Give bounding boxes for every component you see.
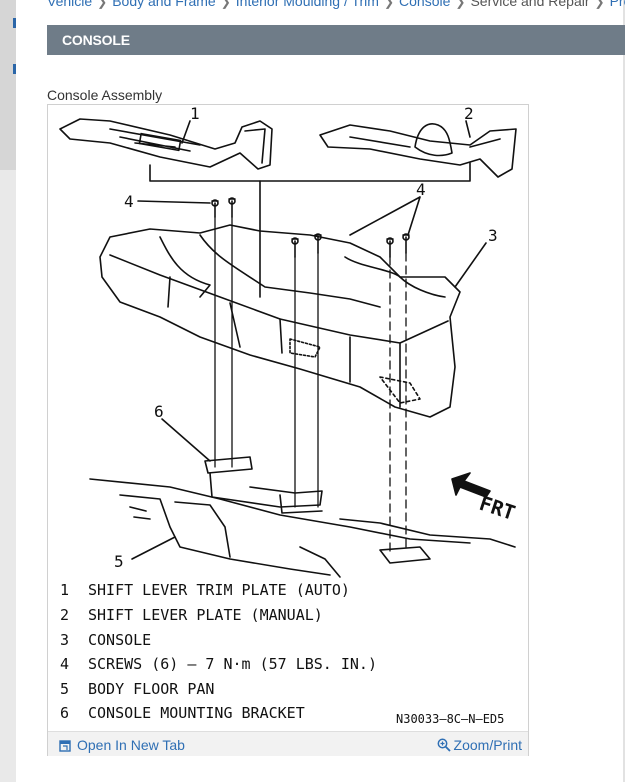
zoom-icon bbox=[437, 738, 451, 752]
breadcrumb-item-body-and-frame[interactable]: Body and Frame bbox=[112, 0, 216, 9]
section-header: CONSOLE bbox=[47, 25, 625, 55]
zoom-print-link[interactable]: Zoom/Print bbox=[437, 737, 522, 753]
open-new-tab-icon bbox=[59, 740, 71, 752]
console-assembly-diagram: 1 2 3 4 4 5 6 FRT 1 SHIFT LEVER TRIM PLA… bbox=[59, 107, 518, 726]
section-title: CONSOLE bbox=[62, 32, 130, 48]
zoom-print-label: Zoom/Print bbox=[453, 737, 522, 753]
legend-num-1: 1 bbox=[60, 581, 69, 599]
breadcrumb-chevron-icon: ❯ bbox=[383, 0, 395, 9]
breadcrumb: Vehicle ❯ Body and Frame ❯ Interior Moulding… bbox=[47, 0, 625, 10]
legend-num-5: 5 bbox=[60, 680, 69, 698]
legend-num-4: 4 bbox=[60, 655, 69, 673]
gutter-marker bbox=[13, 64, 16, 74]
figure-actions: Open In New Tab Zoom/Print bbox=[48, 731, 528, 756]
callout-2: 2 bbox=[464, 107, 474, 123]
legend-text-4: SCREWS (6) – 7 N·m (57 LBS. IN.) bbox=[88, 655, 377, 673]
left-panel-scrollbar[interactable] bbox=[0, 0, 16, 782]
front-label: FRT bbox=[476, 491, 518, 525]
breadcrumb-item-interior-moulding[interactable]: Interior Moulding / Trim bbox=[235, 0, 379, 9]
figure-title: Console Assembly bbox=[47, 87, 163, 103]
breadcrumb-chevron-icon: ❯ bbox=[220, 0, 231, 9]
figure-code: N30033–8C–N–ED5 bbox=[396, 712, 504, 726]
legend-text-1: SHIFT LEVER TRIM PLATE (AUTO) bbox=[88, 581, 350, 599]
scrollbar-thumb[interactable] bbox=[0, 0, 16, 170]
breadcrumb-item-vehicle[interactable]: Vehicle bbox=[47, 0, 93, 9]
callout-4a: 4 bbox=[124, 192, 134, 211]
part-body-floor-pan bbox=[89, 478, 516, 578]
breadcrumb-current: Service and Repair bbox=[470, 0, 590, 9]
part-shift-lever-trim-plate-auto bbox=[59, 118, 273, 170]
part-shift-lever-plate-manual bbox=[319, 123, 517, 178]
figure-card: 1 2 3 4 4 5 6 FRT 1 SHIFT LEVER TRIM PLA… bbox=[47, 104, 529, 756]
callout-5: 5 bbox=[114, 552, 124, 571]
legend-text-2: SHIFT LEVER PLATE (MANUAL) bbox=[88, 606, 323, 624]
breadcrumb-chevron-icon: ❯ bbox=[455, 0, 466, 9]
breadcrumb-chevron-icon: ❯ bbox=[594, 0, 605, 9]
gutter-marker bbox=[13, 18, 16, 28]
callout-4b: 4 bbox=[416, 180, 426, 199]
legend-text-6: CONSOLE MOUNTING BRACKET bbox=[88, 704, 305, 722]
callout-3: 3 bbox=[488, 226, 498, 245]
legend-num-2: 2 bbox=[60, 606, 69, 624]
callout-1: 1 bbox=[190, 107, 200, 123]
legend-text-3: CONSOLE bbox=[88, 631, 151, 649]
front-direction-arrow-icon bbox=[451, 472, 491, 498]
breadcrumb-item-console[interactable]: Console bbox=[399, 0, 451, 9]
part-screws bbox=[211, 197, 410, 258]
right-edge bbox=[623, 0, 625, 782]
breadcrumb-item-truncated[interactable]: Pro bbox=[609, 0, 625, 9]
open-new-tab-link[interactable]: Open In New Tab bbox=[59, 737, 185, 753]
part-console bbox=[99, 224, 461, 418]
legend-num-6: 6 bbox=[60, 704, 69, 722]
callout-6: 6 bbox=[154, 402, 164, 421]
open-new-tab-label: Open In New Tab bbox=[77, 737, 185, 753]
legend-text-5: BODY FLOOR PAN bbox=[88, 680, 214, 698]
legend-num-3: 3 bbox=[60, 631, 69, 649]
part-console-mounting-bracket bbox=[204, 456, 323, 514]
breadcrumb-chevron-icon: ❯ bbox=[97, 0, 108, 9]
